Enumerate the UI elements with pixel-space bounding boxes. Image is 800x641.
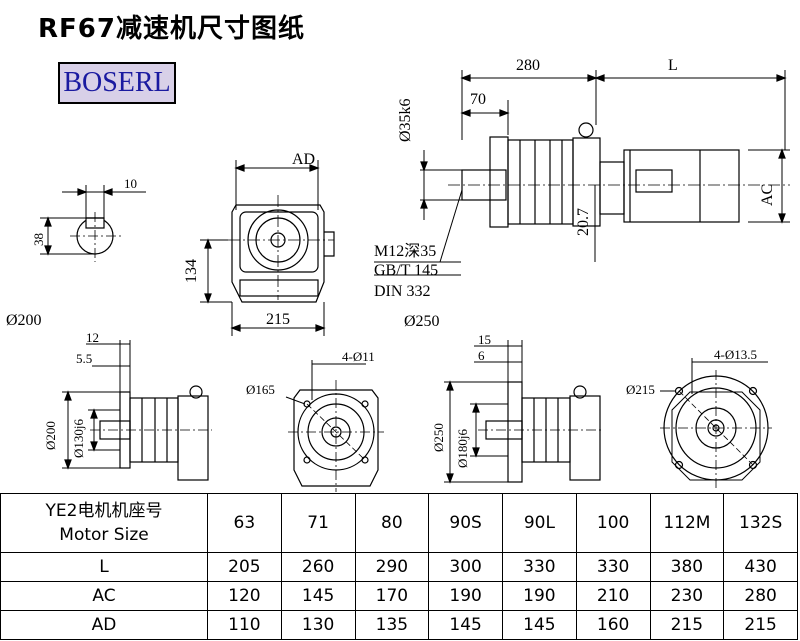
dim-134-label: 134 bbox=[183, 259, 200, 283]
table-cell: 215 bbox=[723, 610, 798, 640]
dim-l-label: L bbox=[668, 57, 678, 74]
flange-200-spigot-label: 5.5 bbox=[76, 351, 93, 366]
table-row-label: AD bbox=[0, 610, 208, 640]
table-size-cell: 90L bbox=[502, 493, 577, 553]
table-size-cell: 132S bbox=[723, 493, 798, 553]
table-cell: 145 bbox=[280, 581, 356, 611]
table-cell: 430 bbox=[723, 552, 798, 582]
table-row-label: L bbox=[0, 552, 208, 582]
flange-250-front-view bbox=[660, 358, 772, 488]
flange-200-title: Ø200 bbox=[6, 312, 42, 329]
side-view-main bbox=[374, 70, 790, 276]
key-height-label: 38 bbox=[31, 233, 46, 246]
table-cell: 290 bbox=[354, 552, 430, 582]
table-cell: 110 bbox=[207, 610, 282, 640]
table-size-cell: 90S bbox=[428, 493, 503, 553]
table-cell: 215 bbox=[649, 610, 725, 640]
dim-280-label: 280 bbox=[516, 57, 540, 74]
flange-200-thickness-label: 12 bbox=[86, 330, 99, 345]
table-cell: 190 bbox=[428, 581, 503, 611]
table-cell: 205 bbox=[207, 552, 282, 582]
flange-250-diameter-label: Ø250 bbox=[431, 423, 446, 452]
flange-250-spigot-label: 6 bbox=[478, 348, 485, 363]
flange-250-thickness-label: 15 bbox=[478, 332, 491, 347]
table-cell: 135 bbox=[354, 610, 430, 640]
flange-250-title: Ø250 bbox=[404, 313, 440, 330]
table-cell: 190 bbox=[502, 581, 577, 611]
table-cell: 170 bbox=[354, 581, 430, 611]
table-size-cell: 63 bbox=[207, 493, 282, 553]
table-cell: 380 bbox=[649, 552, 725, 582]
technical-drawing bbox=[40, 70, 790, 492]
dim-215-label: 215 bbox=[266, 311, 290, 328]
table-cell: 210 bbox=[575, 581, 651, 611]
key-width-label: 10 bbox=[124, 176, 137, 191]
table-header-chinese: YE2电机机座号 bbox=[45, 501, 163, 521]
table-header-row: YE2电机机座号 Motor Size 63 71 80 90S 90L 100… bbox=[0, 493, 798, 553]
front-view-main bbox=[200, 160, 335, 336]
dim-20-7-label: 20.7 bbox=[575, 208, 592, 236]
thread-standard-gb-label: GB/T 145 bbox=[374, 262, 439, 279]
table-cell: 145 bbox=[502, 610, 577, 640]
table-size-cell: 100 bbox=[575, 493, 651, 553]
table-cell: 160 bbox=[575, 610, 651, 640]
flange-250-pcd-label: Ø215 bbox=[626, 382, 655, 397]
flange-250-spigot-diameter-label: Ø180j6 bbox=[455, 429, 470, 468]
table-row: AD 110 130 135 145 145 160 215 215 bbox=[0, 610, 798, 640]
keyway-detail bbox=[40, 185, 146, 262]
table-cell: 330 bbox=[575, 552, 651, 582]
flange-200-pcd-label: Ø165 bbox=[246, 382, 275, 397]
table-header-cell: YE2电机机座号 Motor Size bbox=[0, 493, 208, 553]
flange-200-front-view bbox=[285, 360, 384, 492]
dim-70-label: 70 bbox=[470, 91, 486, 108]
table-cell: 260 bbox=[280, 552, 356, 582]
dim-ac-label: AC bbox=[759, 183, 776, 206]
table-cell: 130 bbox=[280, 610, 356, 640]
table-cell: 330 bbox=[502, 552, 577, 582]
table-cell: 300 bbox=[428, 552, 503, 582]
table-row: L 205 260 290 300 330 330 380 430 bbox=[0, 552, 798, 582]
table-cell: 120 bbox=[207, 581, 282, 611]
dim-ad-label: AD bbox=[292, 151, 316, 168]
flange-200-spigot-diameter-label: Ø130j6 bbox=[71, 419, 86, 458]
table-cell: 145 bbox=[428, 610, 503, 640]
flange-200-holes-label: 4-Ø11 bbox=[342, 349, 375, 364]
flange-200-side-view bbox=[62, 340, 212, 481]
shaft-diameter-label: Ø35k6 bbox=[397, 98, 414, 142]
table-size-cell: 112M bbox=[649, 493, 725, 553]
table-size-cell: 80 bbox=[354, 493, 430, 553]
flange-200-diameter-label: Ø200 bbox=[43, 421, 58, 450]
thread-standard-din-label: DIN 332 bbox=[374, 283, 431, 300]
thread-spec-label: M12深35 bbox=[374, 243, 437, 260]
table-cell: 230 bbox=[649, 581, 725, 611]
page-title: RF67减速机尺寸图纸 bbox=[38, 14, 305, 44]
table-row-label: AC bbox=[0, 581, 208, 611]
flange-250-holes-label: 4-Ø13.5 bbox=[714, 347, 757, 362]
table-header-english: Motor Size bbox=[59, 525, 149, 545]
brand-logo: BOSERL bbox=[58, 62, 176, 104]
table-row: AC 120 145 170 190 190 210 230 280 bbox=[0, 581, 798, 611]
table-cell: 280 bbox=[723, 581, 798, 611]
flange-250-side-view bbox=[444, 340, 604, 484]
motor-size-table: YE2电机机座号 Motor Size 63 71 80 90S 90L 100… bbox=[0, 493, 798, 640]
table-size-cell: 71 bbox=[280, 493, 356, 553]
